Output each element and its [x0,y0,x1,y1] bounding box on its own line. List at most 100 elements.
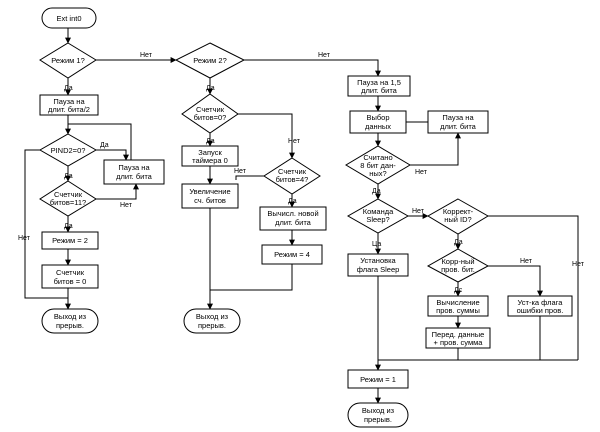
label-counter0-no: Нет [288,138,301,145]
send-data-line2: + пров. сумма [434,338,484,347]
exit2-line2: прерыв. [198,321,226,330]
pind2-text: PIND2=0? [51,146,86,155]
sleep-command-line2: Sleep? [366,215,389,224]
counter0-line1: Счетчик [196,105,225,114]
checksum-correct-line1: Корр-ный [441,257,474,266]
eight-bits-line3: ных? [369,169,386,178]
increment-line2: сч. битов [194,196,226,205]
counter0-line2: битов=0? [194,113,227,122]
mode2-text: Режим 2? [193,56,227,65]
start-terminator [41,7,97,29]
label-correctid-yes: Да [454,239,463,246]
eight-bits-read-decision [345,145,411,185]
bit-pause-box-b [427,110,489,134]
label-mode2-yes: Да [206,85,215,92]
correct-id-decision [427,198,489,235]
pind2-decision [38,133,98,167]
counter0-decision [181,93,239,134]
label-sleep-no: Нет [412,208,425,215]
counter11-line2: битов=11? [50,198,86,207]
calc-checksum-line1: Вычисление [436,298,479,307]
mode1-decision [39,42,97,79]
send-data-box [425,327,491,349]
counter4-line2: битов=4? [276,175,309,184]
exit3-line2: прерыв. [364,415,392,424]
label-pind2-yes2: Да [64,173,73,180]
half-bit-pause-line2: длит. бита/2 [48,105,90,114]
label-correctid-no: Нет [572,261,585,268]
exit2-line1: Выход из [196,312,229,321]
label-mode1-no: Нет [140,52,153,59]
label-checksum-no: Нет [520,258,533,265]
pause-1-5-box [347,75,411,97]
increment-line1: Увеличение [189,187,230,196]
label-eightbits-no: Нет [415,169,428,176]
counter4-line1: Счетчик [278,167,307,176]
calc-bit-length-line2: длит. бита [275,218,312,227]
label-pind2-no: Нет [18,235,31,242]
select-data-box [349,110,407,134]
exit-terminator-3 [347,402,409,428]
bit-pause-a-line1: Пауза на [118,163,150,172]
start-timer-line2: таймера 0 [192,156,228,165]
set-mode2-text: Режим = 2 [52,236,88,245]
checksum-correct-line2: пров. бит. [441,265,475,274]
set-error-line2: ошибки пров. [517,306,564,315]
label-counter4-yes: Да [288,198,297,205]
correct-id-line2: ный ID? [444,215,471,224]
bit-pause-b-line1: Пауза на [442,113,474,122]
exit-terminator-2 [183,308,241,334]
increment-counter-box [181,183,239,209]
connectors [24,28,579,404]
calc-checksum-line2: пров. суммы [436,306,480,315]
calc-bit-length-line1: Вычисл. новой [267,209,318,218]
sleep-command-decision [346,198,410,234]
label-counter11-no: Нет [120,202,133,209]
label-counter0-yes: Да [206,138,215,145]
set-error-flag-box [507,295,573,317]
reset-counter-line2: битов = 0 [54,277,87,286]
select-data-line2: данных [365,122,391,131]
exit1-line2: прерыв. [56,321,84,330]
bit-pause-box-a [103,159,165,185]
counter11-line1: Счетчик [54,190,83,199]
set-sleep-line1: Установка [360,256,396,265]
label-mode1-yes: Да [64,85,73,92]
reset-counter-line1: Счетчик [56,268,85,277]
set-mode4-box [261,244,323,265]
reset-counter-box [41,264,99,289]
bit-pause-a-line2: длит. бита [116,172,153,181]
checksum-correct-decision [426,248,490,283]
label-sleep-yes: Ца [372,241,381,248]
send-data-line1: Перед. данные [432,330,485,339]
start-timer-line1: Запуск [198,148,222,157]
label-counter11-yes: Да [64,223,73,230]
set-mode1-box [347,369,409,389]
set-mode1-text: Режим = 1 [360,375,396,384]
set-mode2-box [41,231,99,250]
half-bit-pause-line1: Пауза на [53,97,85,106]
correct-id-line1: Коррект- [443,207,474,216]
start-text: Ext int0 [56,14,81,23]
label-mode2-no: Нет [318,52,331,59]
label-counter4-no: Нет [234,168,247,175]
bit-pause-b-line2: длит. бита [440,122,477,131]
eight-bits-line1: Считано [363,153,392,162]
set-mode4-text: Режим = 4 [274,250,310,259]
half-bit-pause-box [39,94,99,116]
label-pind2-yes: Да [100,142,109,149]
exit-terminator-1 [41,308,99,334]
pause-1-5-line1: Пауза на 1,5 [357,78,401,87]
mode1-text: Режим 1? [51,56,85,65]
set-sleep-line2: флага Sleep [357,265,400,274]
start-timer-box [181,145,239,167]
eight-bits-line2: 8 бит дан- [360,161,396,170]
exit3-line1: Выход из [362,406,395,415]
counter11-decision [39,180,97,217]
select-data-line1: Выбор [366,113,389,122]
calc-checksum-box [427,295,489,317]
set-sleep-flag-box [347,253,409,277]
exit1-line1: Выход из [54,312,87,321]
